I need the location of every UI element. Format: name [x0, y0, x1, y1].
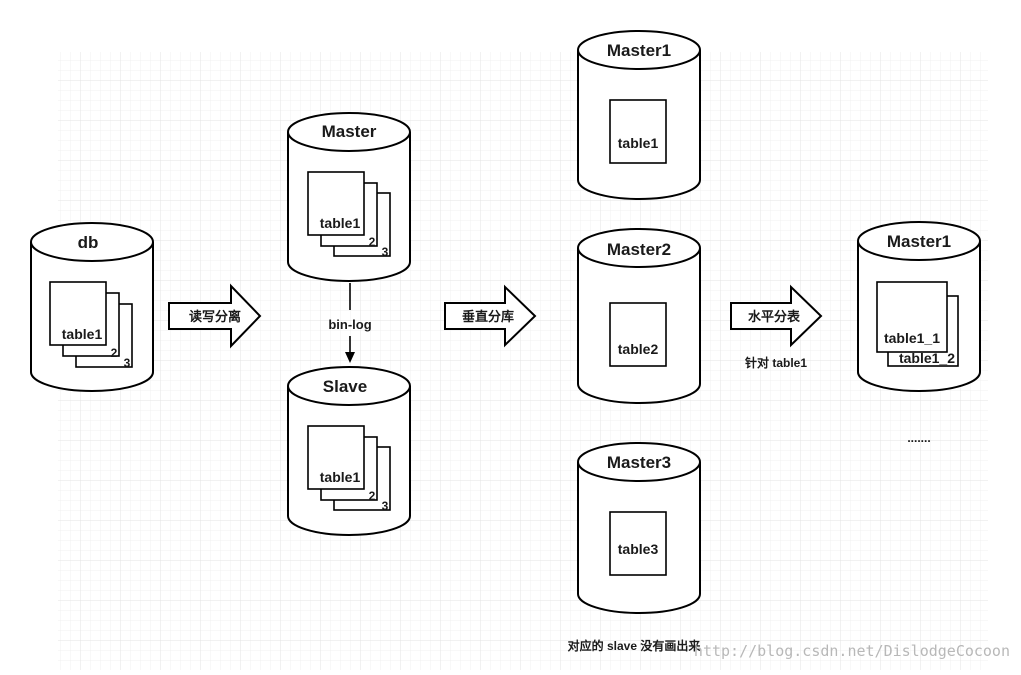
db-title: db [78, 233, 99, 252]
master3-table3: table3 [618, 541, 659, 557]
arrow-vertical-split: 垂直分库 [444, 284, 537, 348]
for-table1-label: 针对 table1 [745, 355, 807, 370]
master1-horizontal-cylinder: Master1 table1_1 table1_2 [857, 221, 981, 392]
master-cylinder: Master table1 2 3 [287, 112, 411, 282]
db-table1: table1 [62, 326, 103, 342]
arrow-horizontal-label: 水平分表 [748, 309, 801, 324]
slave-title: Slave [323, 377, 367, 396]
master2-table2: table2 [618, 341, 659, 357]
arrow-horizontal-split: 水平分表 [730, 284, 823, 348]
db-cylinder: db table1 2 3 [30, 222, 154, 392]
master-title: Master [322, 122, 377, 141]
master1-table1-1: table1_1 [884, 330, 940, 346]
master2-cylinder: Master2 table2 [577, 228, 701, 404]
master3-cylinder: Master3 table3 [577, 442, 701, 614]
master1-cylinder: Master1 table1 [577, 30, 701, 200]
binlog-label: bin-log [328, 317, 371, 332]
master2-title: Master2 [607, 240, 671, 259]
master-table1: table1 [320, 215, 361, 231]
master3-title: Master3 [607, 453, 671, 472]
master-table2: 2 [369, 235, 376, 249]
slave-table3: 3 [382, 499, 389, 513]
arrow-rw-split: 读写分离 [168, 283, 262, 349]
slave-not-drawn-note: 对应的 slave 没有画出来 [568, 638, 702, 653]
master-table3: 3 [382, 245, 389, 259]
slave-cylinder: Slave table1 2 3 [287, 366, 411, 536]
binlog-connector: bin-log [328, 283, 372, 363]
db-table3: 3 [124, 356, 131, 370]
db-table2: 2 [111, 346, 118, 360]
master1-horizontal-title: Master1 [887, 232, 951, 251]
master1-table1-2: table1_2 [899, 350, 955, 366]
arrow-vertical-label: 垂直分库 [462, 309, 514, 324]
ellipsis-label: ....... [907, 431, 930, 445]
watermark-text: http://blog.csdn.net/DislodgeCocoon [694, 642, 1010, 660]
arrow-rw-split-label: 读写分离 [189, 309, 241, 324]
master1-table1: table1 [618, 135, 659, 151]
slave-table1: table1 [320, 469, 361, 485]
slave-table2: 2 [369, 489, 376, 503]
master1-title: Master1 [607, 41, 671, 60]
grid-background [58, 52, 988, 670]
